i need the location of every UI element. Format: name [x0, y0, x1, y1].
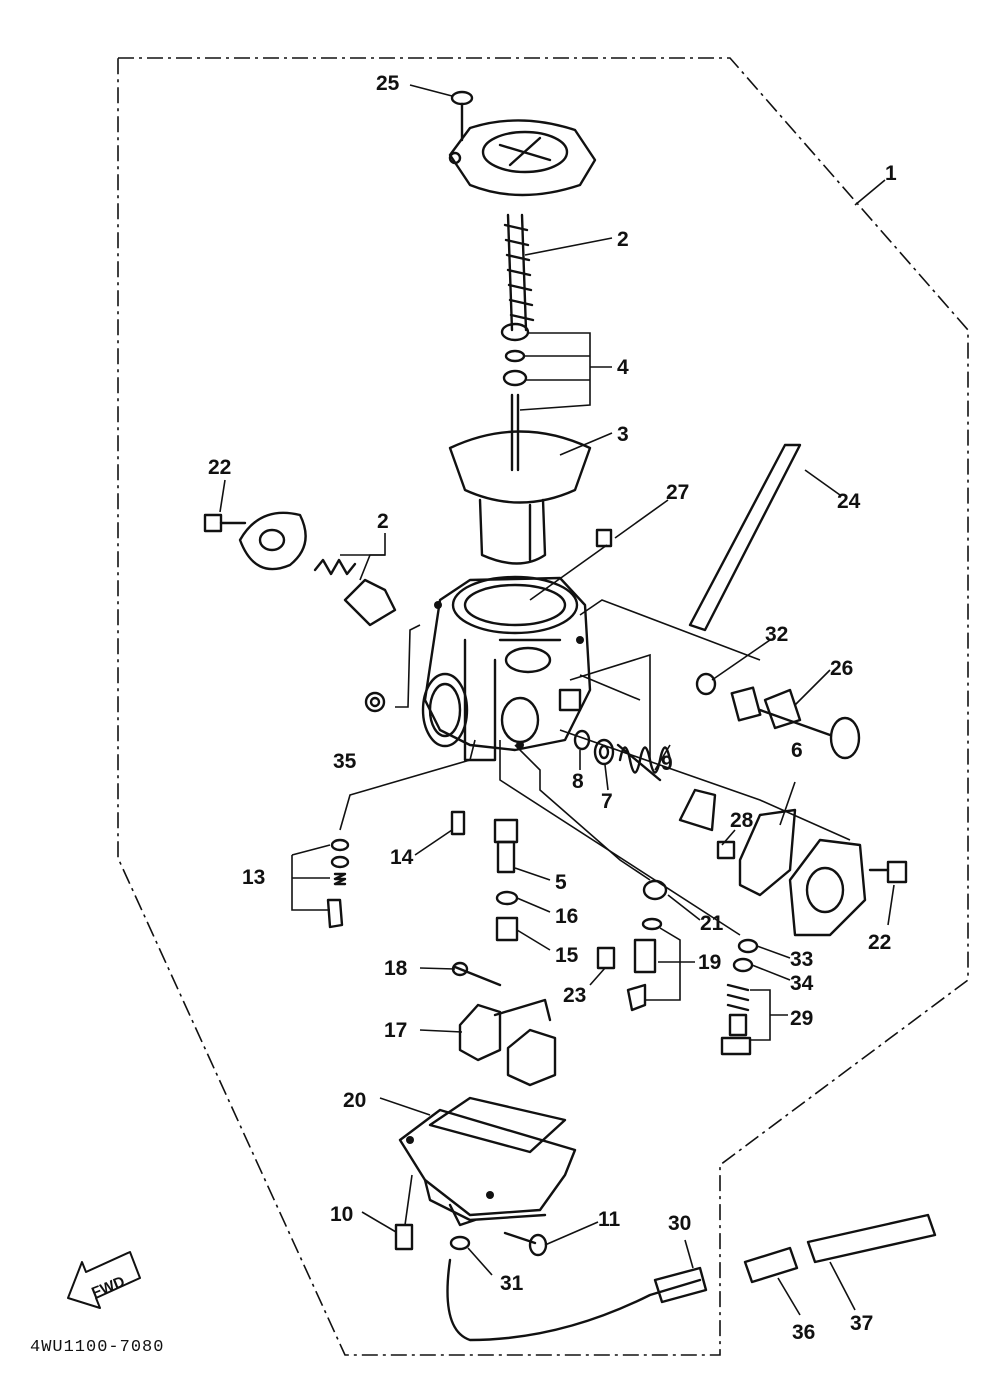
callout-5: 5 — [555, 871, 567, 894]
part-30-drain-hose — [446, 1258, 708, 1342]
callout-4: 4 — [617, 356, 629, 379]
part-29-screw-spring — [720, 983, 752, 1056]
callout-labels: 25 1 2 4 3 22 2 27 24 32 26 35 9 8 7 28 … — [208, 72, 897, 1344]
callout-26: 26 — [830, 657, 853, 680]
callout-2-left: 2 — [377, 510, 389, 533]
part-3-diaphragm-piston — [448, 430, 592, 565]
callout-22-right: 22 — [868, 931, 891, 954]
fwd-arrow-icon: FWD — [67, 1251, 141, 1309]
part-36-fitting — [743, 1246, 799, 1284]
part-4-needle-set — [500, 322, 530, 472]
callout-3: 3 — [617, 423, 629, 446]
carburetor-body — [421, 575, 592, 762]
part-28-bracket — [678, 788, 736, 860]
callout-33: 33 — [790, 948, 813, 971]
part-6-gasket — [738, 808, 797, 897]
callout-23: 23 — [563, 984, 586, 1007]
callout-17: 17 — [384, 1019, 407, 1042]
part-11-drain-screw — [503, 1231, 548, 1257]
assembly-boundary — [117, 57, 969, 1356]
part-18-float-pin — [451, 961, 502, 987]
part-15-main-jet — [495, 916, 519, 942]
callout-11: 11 — [598, 1208, 621, 1231]
callout-30: 30 — [668, 1212, 691, 1235]
callout-29: 29 — [790, 1007, 813, 1030]
callout-24: 24 — [837, 490, 861, 513]
callout-13: 13 — [242, 866, 265, 889]
part-22-screw-right — [868, 860, 908, 884]
part-9-spring — [616, 743, 672, 782]
part-21-cap — [642, 879, 668, 901]
document-code: 4WU1100-7080 — [30, 1338, 164, 1357]
part-19-float-valve — [626, 917, 663, 1012]
callout-32: 32 — [765, 623, 788, 646]
part-2-choke-spring — [313, 558, 397, 627]
part-25-screw — [450, 90, 474, 142]
part-16-washer — [495, 890, 519, 906]
callout-14: 14 — [390, 846, 414, 869]
part-34-washer — [732, 957, 754, 973]
callout-10: 10 — [330, 1203, 353, 1226]
callout-28: 28 — [730, 809, 754, 832]
part-top-cover — [448, 119, 597, 197]
part-33-o-ring — [737, 938, 759, 954]
part-13-pilot-screw-set — [326, 838, 350, 929]
callout-34: 34 — [790, 972, 814, 995]
part-26-adjust-screw — [730, 686, 861, 760]
connection-lines — [339, 599, 851, 936]
part-24-vent-tube — [688, 443, 802, 632]
fwd-label: FWD — [89, 1273, 127, 1302]
callout-16: 16 — [555, 905, 578, 928]
callout-37: 37 — [850, 1312, 873, 1335]
part-10-screw — [394, 1223, 414, 1251]
part-14-jet — [450, 810, 466, 836]
part-choke-cap — [238, 511, 307, 571]
part-side-cover — [788, 838, 867, 937]
part-35-nut — [364, 691, 386, 713]
callout-35: 35 — [333, 750, 357, 773]
leader-lines — [219, 84, 895, 1316]
callout-7: 7 — [601, 790, 613, 813]
callout-18: 18 — [384, 957, 408, 980]
part-23-jet — [596, 946, 616, 970]
part-20-gasket — [428, 1096, 567, 1154]
callout-15: 15 — [555, 944, 579, 967]
part-32-o-ring — [695, 672, 717, 696]
callout-21: 21 — [700, 912, 724, 935]
callout-8: 8 — [572, 770, 584, 793]
callout-36: 36 — [792, 1321, 815, 1344]
callout-2-upper: 2 — [617, 228, 629, 251]
callout-20: 20 — [343, 1089, 366, 1112]
part-2-spring — [503, 213, 535, 332]
callout-9: 9 — [661, 752, 673, 775]
callout-19: 19 — [698, 951, 721, 974]
part-31-clip — [449, 1235, 471, 1251]
part-5-needle-jet — [493, 818, 519, 874]
part-37-hose — [806, 1213, 937, 1264]
callout-6: 6 — [791, 739, 803, 762]
callout-31: 31 — [500, 1272, 524, 1295]
part-22-screw-left — [203, 513, 247, 533]
callout-27: 27 — [666, 481, 689, 504]
callout-22-left: 22 — [208, 456, 231, 479]
callout-1: 1 — [885, 162, 897, 185]
part-27-jet — [595, 528, 613, 548]
callout-25: 25 — [376, 72, 400, 95]
part-17-float — [458, 998, 557, 1087]
part-float-bowl — [398, 1108, 577, 1227]
